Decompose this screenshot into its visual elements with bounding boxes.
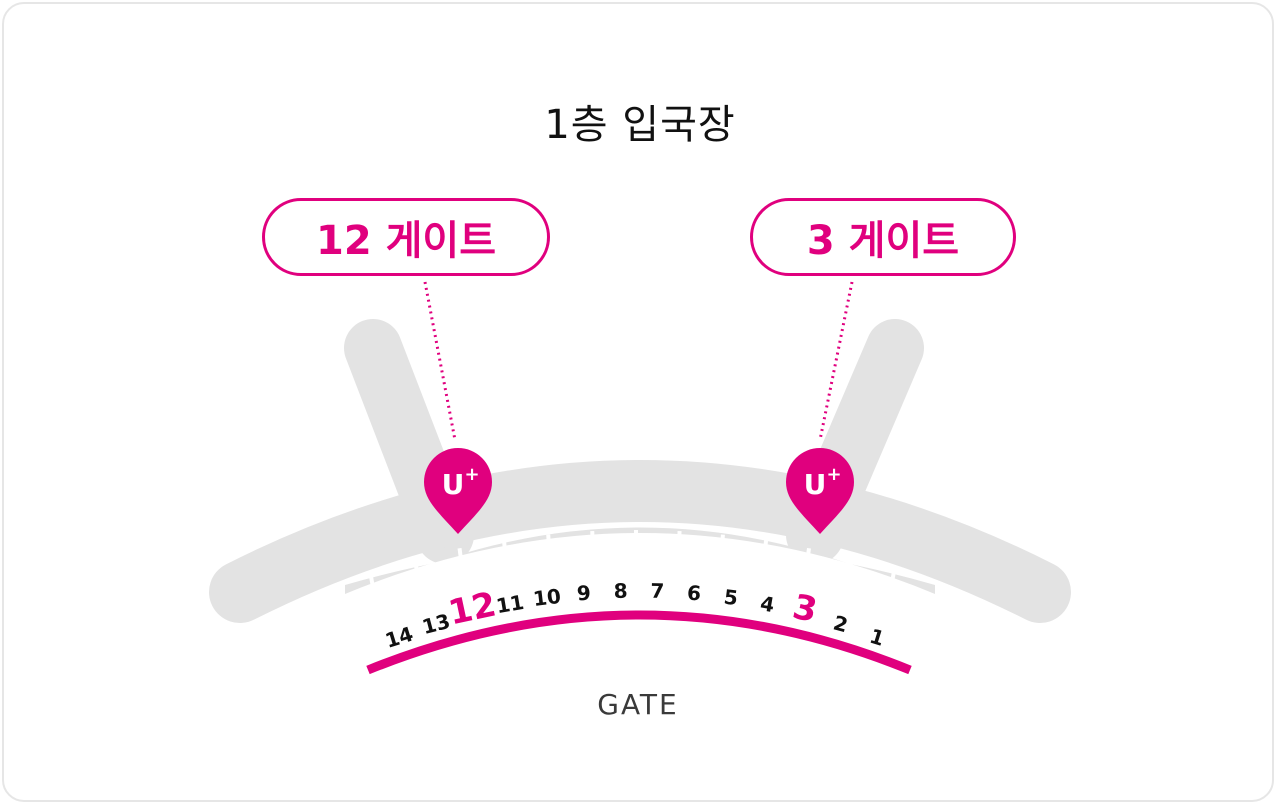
pin-gate-3-plus: + — [826, 464, 841, 485]
gate-number-2[interactable]: 2 — [831, 611, 851, 638]
gate-number-6[interactable]: 6 — [686, 581, 702, 606]
callout-gate-12-label: 12 게이트 — [316, 218, 496, 264]
concourse-inner — [345, 527, 935, 600]
gate-number-10[interactable]: 10 — [532, 584, 562, 611]
gate-number-7[interactable]: 7 — [650, 579, 665, 603]
gate-number-4[interactable]: 4 — [759, 591, 777, 617]
pin-gate-12-text: U — [442, 468, 465, 501]
pin-gate-12-plus: + — [464, 464, 479, 485]
gate-label: GATE — [597, 688, 678, 721]
gate-number-8[interactable]: 8 — [613, 579, 628, 603]
arrival-line — [366, 610, 912, 675]
main-concourse — [209, 460, 1071, 623]
gate-number-9[interactable]: 9 — [576, 581, 592, 606]
gate-number-1[interactable]: 1 — [867, 624, 887, 651]
callout-gate-3[interactable]: 3 게이트 — [750, 198, 1016, 276]
pin-gate-3-text: U — [804, 468, 827, 501]
callout-gate-12[interactable]: 12 게이트 — [262, 198, 550, 276]
callout-gate-3-label: 3 게이트 — [806, 218, 960, 264]
arrival-walkway — [340, 533, 940, 676]
gate-number-12[interactable]: 12 — [445, 584, 500, 633]
gate-number-11[interactable]: 11 — [494, 590, 525, 618]
pin-gate-12-icon[interactable]: U + — [424, 448, 492, 534]
page-title: 1층 입국장 — [544, 102, 736, 148]
gate-number-5[interactable]: 5 — [722, 585, 739, 610]
pin-gate-3-icon[interactable]: U + — [786, 448, 854, 534]
